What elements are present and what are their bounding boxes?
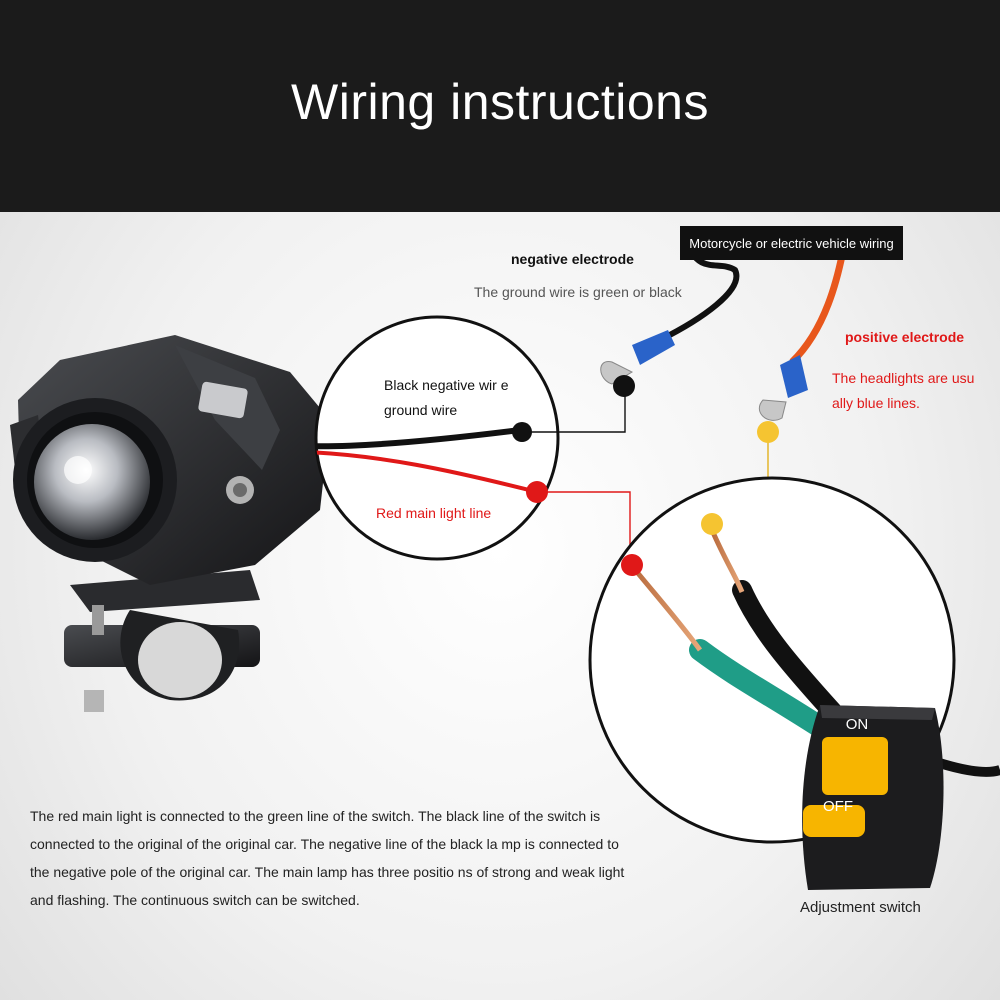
adjustment-switch-caption: Adjustment switch xyxy=(800,899,921,916)
switch-off-label: OFF xyxy=(823,798,853,815)
switch-off-button xyxy=(803,805,865,837)
red-line-label: Red main light line xyxy=(376,505,492,521)
vehicle-wires xyxy=(600,239,849,421)
switch-on-button xyxy=(822,737,888,795)
negative-terminal-dot xyxy=(613,375,635,397)
negative-electrode-title: negative electrode xyxy=(511,251,634,267)
wiring-description: The red main light is connected to the g… xyxy=(30,808,625,908)
headlight-illustration xyxy=(10,335,330,712)
page-title: Wiring instructions xyxy=(291,74,709,130)
switch-red-dot xyxy=(621,554,643,576)
black-wire-dot xyxy=(512,422,532,442)
positive-electrode-title: positive electrode xyxy=(845,329,965,345)
title-banner: Wiring instructions xyxy=(0,0,1000,212)
vehicle-wiring-label: Motorcycle or electric vehicle wiring xyxy=(680,226,903,260)
switch-on-label: ON xyxy=(846,716,869,733)
negative-electrode-desc: The ground wire is green or black xyxy=(474,284,682,300)
black-wire-label: Black negative wir e ground wire xyxy=(384,377,509,418)
positive-electrode-desc: The headlights are usu ally blue lines. xyxy=(832,370,975,411)
switch-yellow-dot xyxy=(701,513,723,535)
positive-terminal-dot xyxy=(757,421,779,443)
wire-zoom-content xyxy=(316,427,538,494)
red-wire-dot xyxy=(526,481,548,503)
adjustment-switch xyxy=(802,705,944,890)
